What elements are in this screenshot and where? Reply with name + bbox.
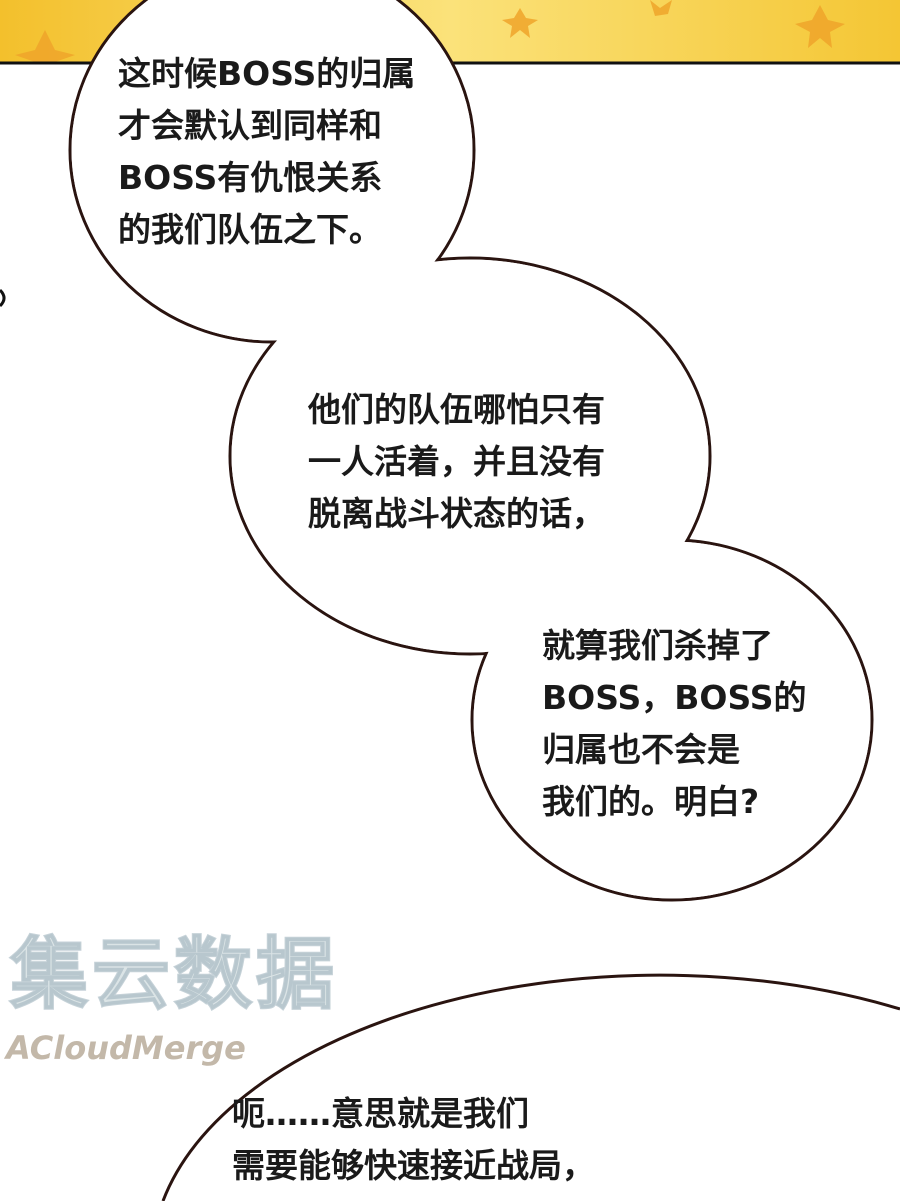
dialogue-line: 呃……意思就是我们: [232, 1094, 529, 1133]
dialogue-line: 我们的。明白?: [542, 782, 760, 821]
speech-bubble-4-outline: [161, 973, 900, 1201]
dialogue-line: 这时候BOSS的归属: [118, 54, 416, 93]
watermark-logo: 集云数据: [9, 929, 339, 1021]
speech-bubble-2-text: 他们的队伍哪怕只有 一人活着，并且没有 脱离战斗状态的话，: [308, 384, 605, 540]
partial-bubble-edge: [0, 288, 6, 308]
dialogue-line: 一人活着，并且没有: [308, 442, 605, 481]
dialogue-line: BOSS有仇恨关系: [118, 158, 383, 197]
dialogue-line: 归属也不会是: [542, 730, 740, 769]
dialogue-line: BOSS，BOSS的: [542, 678, 807, 717]
dialogue-line: 就算我们杀掉了: [542, 626, 773, 665]
speech-bubble-4-text: 呃……意思就是我们 需要能够快速接近战局，: [232, 1088, 595, 1192]
speech-bubble-fill: [71, 0, 871, 899]
speech-bubble-3-text: 就算我们杀掉了 BOSS，BOSS的 归属也不会是 我们的。明白?: [542, 620, 807, 828]
dialogue-line: 脱离战斗状态的话，: [308, 494, 605, 533]
dialogue-line: 才会默认到同样和: [118, 106, 382, 145]
star-decorations: [15, 0, 845, 64]
watermark-text: ACloudMerge: [6, 1029, 246, 1067]
speech-bubble-1-text: 这时候BOSS的归属 才会默认到同样和 BOSS有仇恨关系 的我们队伍之下。: [118, 48, 415, 256]
dialogue-line: 需要能够快速接近战局，: [232, 1146, 595, 1185]
dialogue-line: 的我们队伍之下。: [118, 210, 382, 249]
dialogue-line: 他们的队伍哪怕只有: [308, 390, 605, 429]
